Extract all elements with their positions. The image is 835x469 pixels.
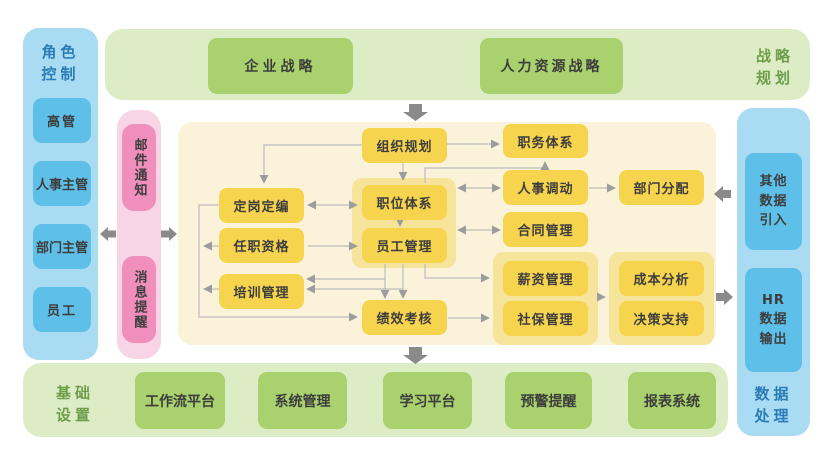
box-org-planning: 组织规划 <box>362 128 447 163</box>
box-training: 培训管理 <box>219 274 304 309</box>
role-control-title: 角色 控制 <box>41 43 80 83</box>
notify-item-email: 邮件通知 <box>122 124 156 211</box>
box-personnel-transfer: 人事调动 <box>503 170 588 205</box>
role-item-executive: 高管 <box>33 98 91 143</box>
box-dept-assign: 部门分配 <box>619 170 704 205</box>
data-processing-title: 数据 处理 <box>754 385 793 425</box>
big-arrow-strategy-down <box>403 104 428 121</box>
box-salary: 薪资管理 <box>503 261 588 296</box>
big-arrow-import-left <box>714 186 731 202</box>
box-hr-strategy: 人力资源战略 <box>480 38 623 94</box>
box-enterprise-strategy: 企业战略 <box>208 38 353 94</box>
box-position-staffing: 定岗定编 <box>219 188 304 223</box>
box-contract: 合同管理 <box>503 212 588 247</box>
role-item-dept-manager: 部门主管 <box>33 224 91 269</box>
box-report-system: 报表系统 <box>628 372 716 429</box>
box-system-mgmt: 系统管理 <box>258 372 347 429</box>
strategy-band-title: 战略 规划 <box>755 47 794 87</box>
wire-employee-to-salary <box>424 264 490 283</box>
box-other-data-import: 其他 数据 引入 <box>745 153 802 250</box>
big-arrow-core-down <box>403 347 428 364</box>
big-arrow-to-core-right <box>161 227 177 241</box>
wire-postsystem-to-jobsystem <box>424 161 550 183</box>
box-performance: 绩效考核 <box>362 300 447 335</box>
box-alert-reminder: 预警提醒 <box>505 372 592 429</box>
box-qualification: 任职资格 <box>219 228 304 263</box>
big-arrow-to-roles-left <box>100 227 116 241</box>
wire-orgplanning-to-staffing <box>259 144 362 184</box>
big-arrow-export-right <box>716 289 733 305</box>
box-job-system: 职务体系 <box>503 124 588 158</box>
foundation-band-title: 基础 设置 <box>55 384 94 424</box>
wire-collector-to-performance <box>198 204 358 322</box>
role-item-hr-manager: 人事主管 <box>33 161 91 206</box>
box-learning-platform: 学习平台 <box>383 372 472 429</box>
box-workflow-platform: 工作流平台 <box>135 372 225 429</box>
box-decision-support: 决策支持 <box>619 301 704 336</box>
role-item-employee: 员工 <box>33 287 91 332</box>
box-post-system: 职位体系 <box>362 185 447 220</box>
box-hr-data-export: HR 数据 输出 <box>745 268 802 372</box>
box-employee-mgmt: 员工管理 <box>362 228 447 263</box>
box-social-security: 社保管理 <box>503 301 588 336</box>
notify-item-message: 消息提醒 <box>122 256 156 343</box>
box-cost-analysis: 成本分析 <box>619 261 704 296</box>
